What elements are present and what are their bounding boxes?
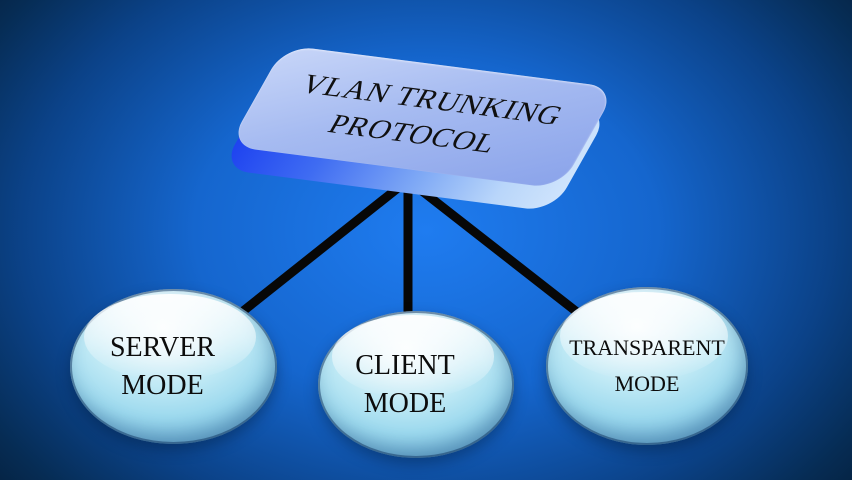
node-transparent-mode: TRANSPARENT MODE bbox=[546, 287, 748, 445]
node-server-mode: SERVER MODE bbox=[70, 289, 277, 444]
node-server-mode-label: SERVER MODE bbox=[109, 331, 216, 401]
node-client-mode-label: CLIENT MODE bbox=[355, 349, 455, 419]
node-client-mode: CLIENT MODE bbox=[318, 311, 514, 458]
title-text: VLAN TRUNKING PROTOCOL bbox=[275, 66, 571, 167]
node-transparent-mode-label: TRANSPARENT MODE bbox=[569, 334, 725, 396]
